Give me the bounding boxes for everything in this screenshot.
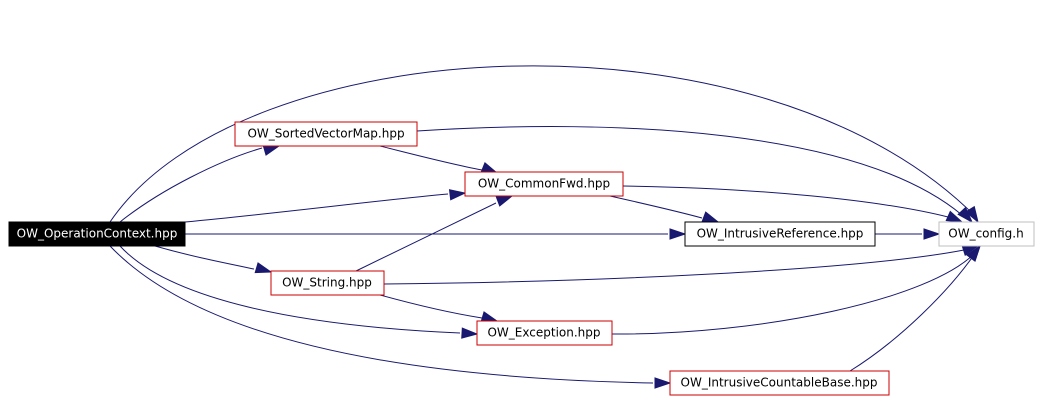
node-operation-context[interactable]: OW_OperationContext.hpp — [8, 221, 186, 247]
node-intrusive-reference-box — [684, 221, 876, 247]
node-config-box — [938, 221, 1035, 247]
edge-line — [379, 145, 483, 171]
node-string[interactable]: OW_String.hpp — [270, 270, 385, 296]
edge-line — [622, 185, 949, 218]
edge-line — [849, 251, 977, 372]
node-intrusive-reference-label: OW_IntrusiveReference.hpp — [697, 227, 864, 241]
arrowhead — [945, 210, 964, 223]
edge-line — [611, 251, 977, 335]
arrowhead — [957, 206, 974, 224]
node-operation-context-box — [8, 221, 186, 247]
arrowhead — [701, 211, 720, 223]
node-intrusive-countable-base[interactable]: OW_IntrusiveCountableBase.hpp — [669, 370, 890, 396]
node-exception-box — [476, 320, 613, 346]
node-intrusive-countable-base-label: OW_IntrusiveCountableBase.hpp — [681, 376, 878, 390]
edge-line — [184, 193, 449, 223]
edge-op-iref — [185, 228, 687, 240]
arrowhead — [480, 311, 499, 323]
edge-cfwd-cfg — [622, 185, 964, 223]
edge-exc-cfg — [611, 244, 981, 335]
node-exception[interactable]: OW_Exception.hpp — [476, 320, 613, 346]
arrowhead — [923, 228, 941, 240]
edge-op-str — [154, 245, 273, 274]
node-sorted-vector-map-label: OW_SortedVectorMap.hpp — [247, 127, 404, 141]
edge-line — [109, 245, 654, 384]
node-config[interactable]: OW_config.h — [938, 221, 1035, 247]
node-sorted-vector-map[interactable]: OW_SortedVectorMap.hpp — [234, 121, 418, 147]
edge-line — [119, 147, 263, 223]
edge-str-cfwd — [355, 195, 514, 272]
node-string-label: OW_String.hpp — [282, 276, 372, 290]
edge-icb-cfg — [849, 244, 981, 372]
node-string-box — [270, 270, 385, 296]
edge-line — [416, 126, 963, 216]
edge-line — [355, 202, 497, 272]
edge-str-exc — [379, 294, 499, 323]
node-operation-context-label: OW_OperationContext.hpp — [17, 227, 178, 241]
edge-line — [119, 245, 461, 334]
node-common-fwd-box — [464, 171, 624, 197]
edge-line — [609, 195, 703, 219]
arrowhead — [654, 377, 672, 389]
arrowhead — [964, 205, 979, 224]
arrowhead — [254, 262, 273, 274]
edge-op-svm — [119, 144, 281, 223]
edge-op-cfwd — [184, 189, 467, 223]
edge-line — [154, 245, 255, 270]
edge-line — [383, 249, 965, 285]
node-sorted-vector-map-box — [234, 121, 418, 147]
node-exception-label: OW_Exception.hpp — [487, 326, 600, 340]
arrowhead — [669, 228, 687, 240]
edge-svm-cfwd — [379, 145, 499, 174]
arrowhead — [448, 189, 467, 201]
edge-line — [109, 65, 977, 223]
node-intrusive-reference[interactable]: OW_IntrusiveReference.hpp — [684, 221, 876, 247]
edge-cfwd-iref — [609, 195, 720, 223]
arrowhead — [461, 327, 479, 339]
edge-str-cfg — [383, 245, 980, 285]
edge-iref-cfg — [875, 228, 941, 240]
node-config-label: OW_config.h — [948, 227, 1023, 241]
edge-op-exc — [119, 245, 479, 339]
node-common-fwd-label: OW_CommonFwd.hpp — [478, 177, 610, 191]
edge-op-cfg — [109, 65, 979, 224]
arrowhead — [262, 144, 281, 156]
edges-layer — [109, 65, 981, 389]
arrowhead — [480, 161, 499, 174]
arrowhead — [495, 195, 514, 207]
node-common-fwd[interactable]: OW_CommonFwd.hpp — [464, 171, 624, 197]
edge-line — [379, 294, 483, 319]
arrowhead — [966, 244, 981, 262]
edge-svm-cfg — [416, 126, 974, 224]
edge-op-icb — [109, 245, 672, 389]
node-intrusive-countable-base-box — [669, 370, 890, 396]
